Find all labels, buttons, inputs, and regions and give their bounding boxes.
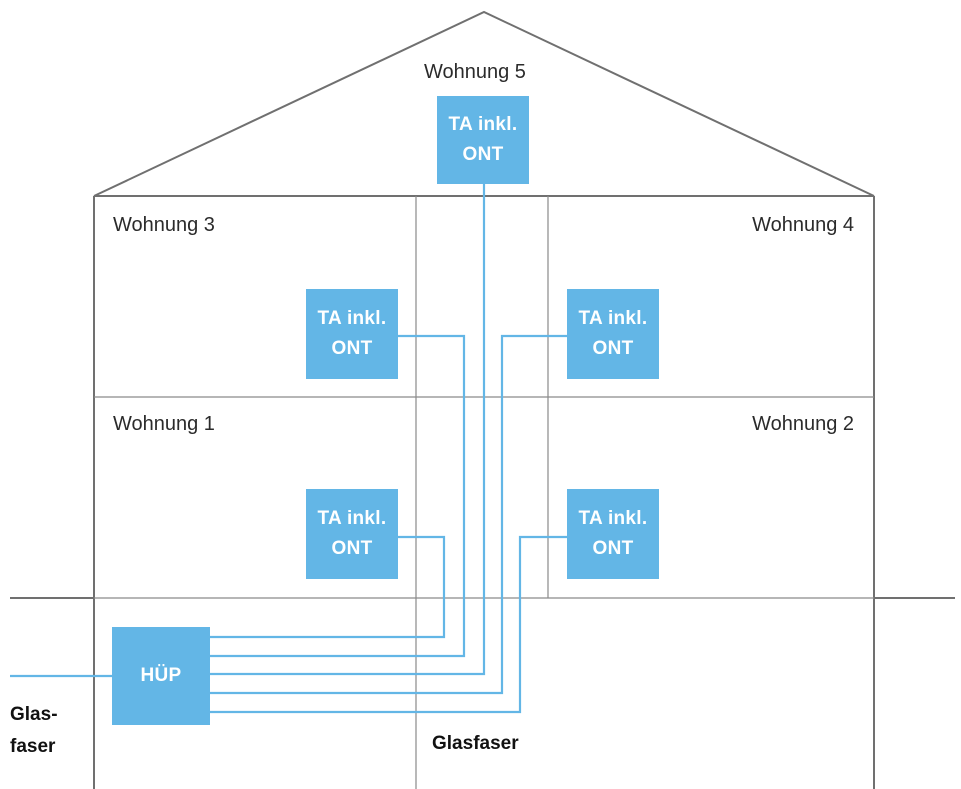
ta-ont-box-wohnung-1: TA inkl. ONT <box>306 489 398 579</box>
apartment-label-1: Wohnung 1 <box>113 413 215 435</box>
fiber-to-wohnung-5 <box>210 184 486 676</box>
ont-label: ONT <box>592 338 634 359</box>
ta-ont-box-wohnung-4: TA inkl. ONT <box>567 289 659 379</box>
ta-label: TA inkl. <box>317 308 387 329</box>
glasfaser-outside-line1: Glas- <box>10 704 58 725</box>
ont-label: ONT <box>331 538 373 559</box>
apartment-label-3: Wohnung 3 <box>113 214 215 236</box>
fiber-to-wohnung-3 <box>210 334 466 658</box>
ont-label: ONT <box>331 338 373 359</box>
huep-label: HÜP <box>140 665 182 686</box>
roof-outline <box>93 10 875 197</box>
ont-label: ONT <box>592 538 634 559</box>
ta-ont-box-wohnung-5: TA inkl. ONT <box>437 96 529 184</box>
apartment-label-2: Wohnung 2 <box>752 413 854 435</box>
ta-label: TA inkl. <box>578 308 648 329</box>
fiber-to-wohnung-4 <box>210 334 567 695</box>
apartment-label-5: Wohnung 5 <box>424 61 526 83</box>
glasfaser-outside-line2: faser <box>10 736 56 757</box>
apartment-label-4: Wohnung 4 <box>752 214 854 236</box>
fiber-to-wohnung-2 <box>210 535 567 714</box>
ta-label: TA inkl. <box>448 114 518 135</box>
glasfaser-riser-label: Glasfaser <box>432 733 519 754</box>
fiber-to-wohnung-1 <box>210 535 446 639</box>
huep-box: HÜP <box>112 627 210 725</box>
ont-label: ONT <box>462 144 504 165</box>
ta-label: TA inkl. <box>578 508 648 529</box>
ta-ont-box-wohnung-3: TA inkl. ONT <box>306 289 398 379</box>
glasfaser-outside-label: Glas- faser <box>10 699 58 763</box>
ta-ont-box-wohnung-2: TA inkl. ONT <box>567 489 659 579</box>
ta-label: TA inkl. <box>317 508 387 529</box>
